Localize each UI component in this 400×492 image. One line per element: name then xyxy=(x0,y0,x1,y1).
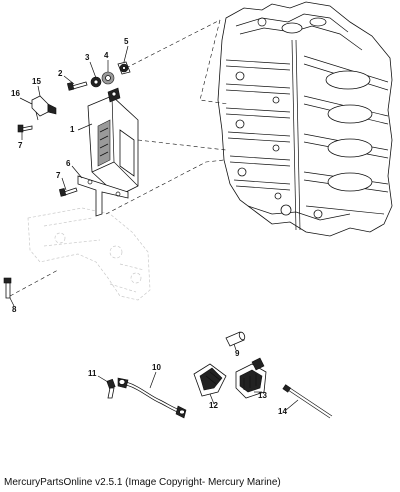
screw-illustration xyxy=(66,81,88,91)
callout-6: 6 xyxy=(66,159,71,168)
ecm-module-illustration xyxy=(87,87,139,197)
callout-9: 9 xyxy=(235,349,240,358)
connector-13-illustration xyxy=(235,357,267,399)
screw-8-illustration xyxy=(3,277,12,299)
engine-block-illustration xyxy=(217,1,393,237)
callout-11: 11 xyxy=(88,369,97,378)
callout-4: 4 xyxy=(104,51,109,60)
ground-wire-illustration xyxy=(117,377,187,419)
sleeve-illustration xyxy=(117,61,131,75)
screw-7b-illustration xyxy=(58,187,78,197)
grommet-illustration xyxy=(90,76,102,88)
callout-8: 8 xyxy=(12,305,17,314)
sensor-illustration xyxy=(31,95,57,121)
callout-1: 1 xyxy=(70,125,75,134)
callout-7a: 7 xyxy=(18,141,23,150)
callout-15: 15 xyxy=(32,77,41,86)
bracket-illustration xyxy=(77,175,129,217)
callout-5: 5 xyxy=(124,37,129,46)
screw-11-illustration xyxy=(106,378,116,399)
alignment-lines xyxy=(9,19,229,297)
mount-bracket-illustration xyxy=(27,207,151,301)
connector-12-illustration xyxy=(193,363,227,397)
sleeve-9-illustration xyxy=(225,331,246,347)
screw-7a-illustration xyxy=(17,124,33,133)
callout-10: 10 xyxy=(152,363,161,372)
cable-tie-illustration xyxy=(282,384,333,419)
callout-13: 13 xyxy=(258,391,267,400)
callout-7b: 7 xyxy=(56,171,61,180)
copyright-footer: MercuryPartsOnline v2.5.1 (Image Copyrig… xyxy=(4,477,281,488)
leader-lines xyxy=(9,45,299,411)
callout-14: 14 xyxy=(278,407,287,416)
callout-2: 2 xyxy=(58,69,63,78)
callout-12: 12 xyxy=(209,401,218,410)
bushing-illustration xyxy=(101,71,115,85)
callout-3: 3 xyxy=(85,53,90,62)
callout-16: 16 xyxy=(11,89,20,98)
